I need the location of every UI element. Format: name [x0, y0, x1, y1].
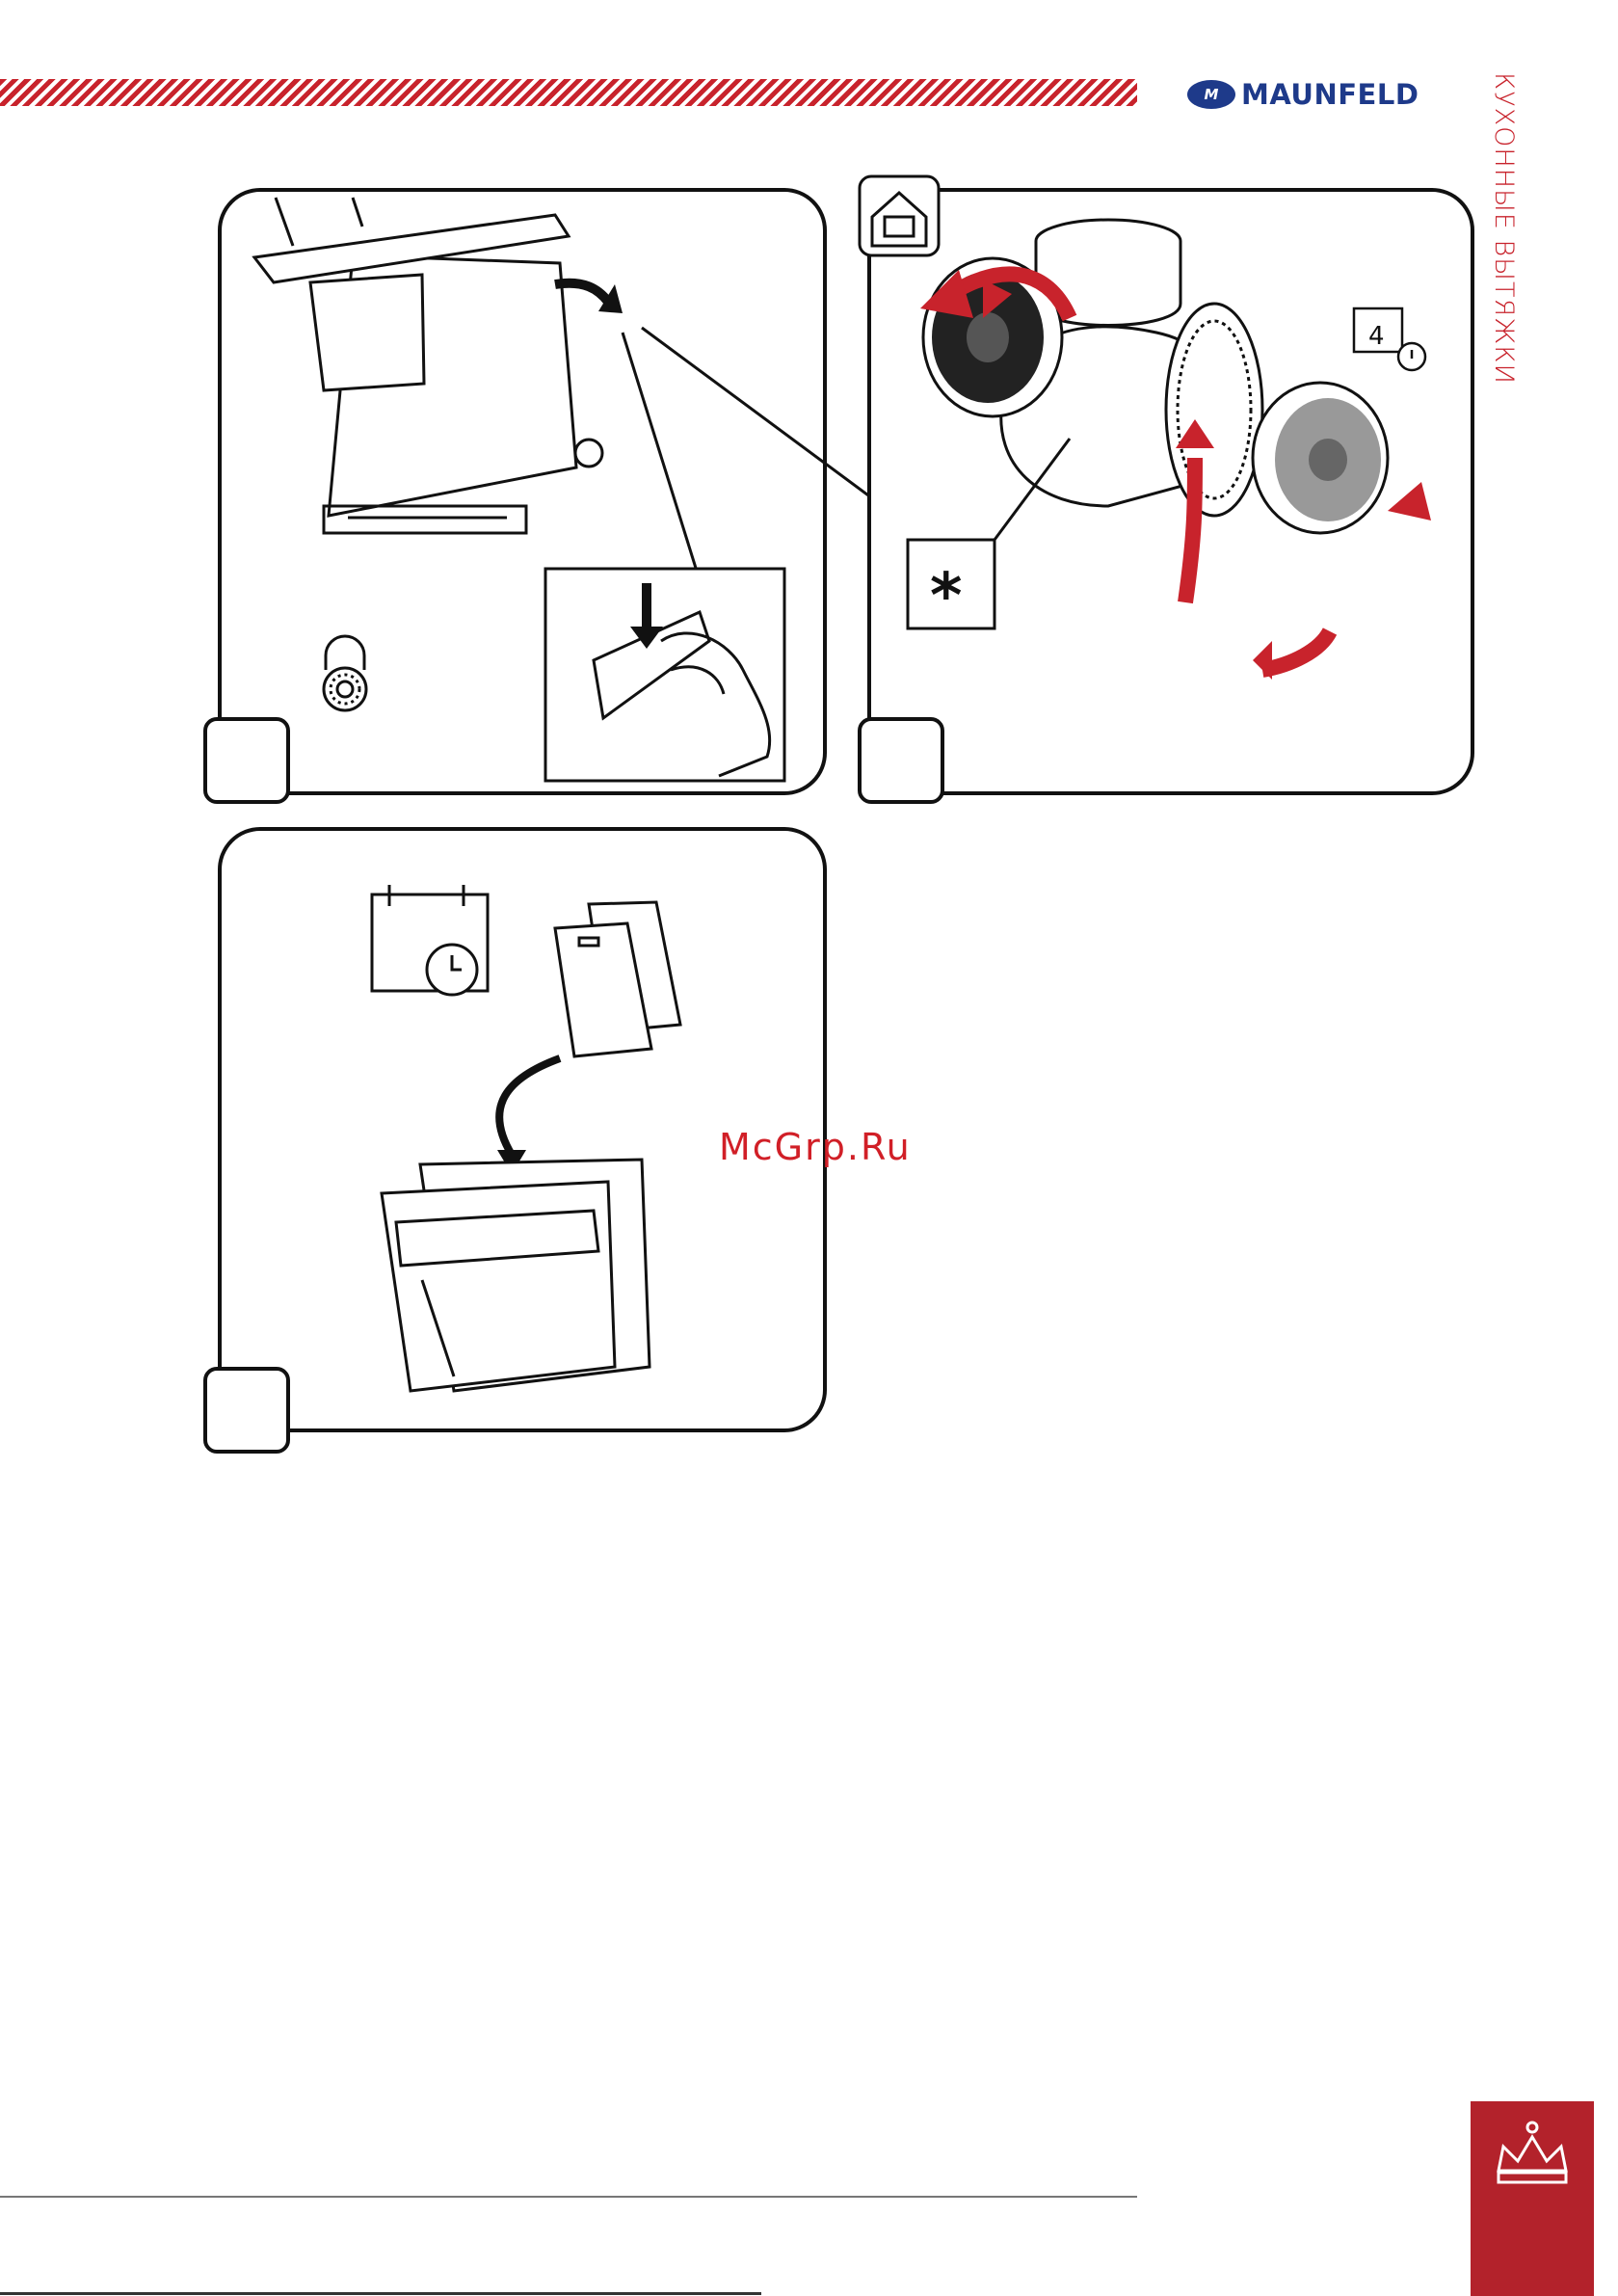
header-stripe	[0, 79, 1137, 106]
brand-name: MAUNFELD	[1241, 78, 1419, 111]
brand-logo: M MAUNFELD	[1187, 75, 1419, 114]
side-title: КУХОННЫЕ ВЫТЯЖКИ	[1480, 72, 1538, 381]
panel-1-illustration	[218, 188, 825, 795]
calendar-icon-small	[1354, 308, 1425, 370]
panel-2-illustration: 4 *	[867, 188, 1474, 795]
house-icon	[860, 176, 939, 255]
side-title-text: КУХОННЫЕ ВЫТЯЖКИ	[1489, 72, 1519, 385]
step-box-3	[203, 1367, 290, 1454]
step-box-1	[203, 717, 290, 804]
footer-rule	[0, 2196, 1137, 2198]
footer-rule-dark	[0, 2292, 761, 2295]
insert-arrow	[499, 1058, 560, 1155]
calendar-small-digit: 4	[1368, 322, 1385, 351]
crown-crest	[1471, 2101, 1594, 2296]
watermark: McGrp.Ru	[719, 1126, 912, 1168]
right-carbon-filter	[1253, 383, 1388, 533]
grease-filters	[555, 902, 680, 1056]
calendar-icon	[372, 885, 488, 995]
crown-icon	[1484, 2113, 1580, 2209]
step-box-2	[858, 717, 944, 804]
asterisk-icon: *	[930, 561, 962, 632]
brand-mark-icon: M	[1187, 80, 1235, 109]
dishwasher-illustration	[382, 1160, 650, 1391]
padlock-icon	[324, 636, 366, 710]
